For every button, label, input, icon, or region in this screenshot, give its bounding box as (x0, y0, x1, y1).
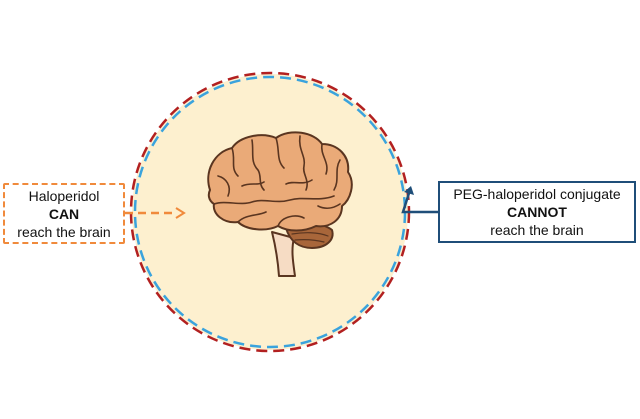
cannot-reach-arrow (401, 186, 438, 214)
can-box-line2: CAN (48, 205, 80, 222)
haloperidol-can-box: Haloperidol CAN reach the brain (3, 183, 125, 244)
cerebral-cortex (207, 131, 353, 232)
cannot-box-line2: CANNOT (507, 204, 567, 220)
cannot-box-line1: PEG-haloperidol conjugate (453, 186, 621, 202)
brain-icon (207, 131, 353, 277)
brainstem (271, 231, 296, 277)
can-box-line1: Haloperidol (28, 187, 100, 204)
can-box-line3: reach the brain (17, 223, 111, 240)
peg-haloperidol-cannot-box: PEG-haloperidol conjugate CANNOT reach t… (438, 181, 636, 243)
cannot-box-line3: reach the brain (490, 222, 584, 238)
can-reach-arrow (125, 207, 186, 219)
